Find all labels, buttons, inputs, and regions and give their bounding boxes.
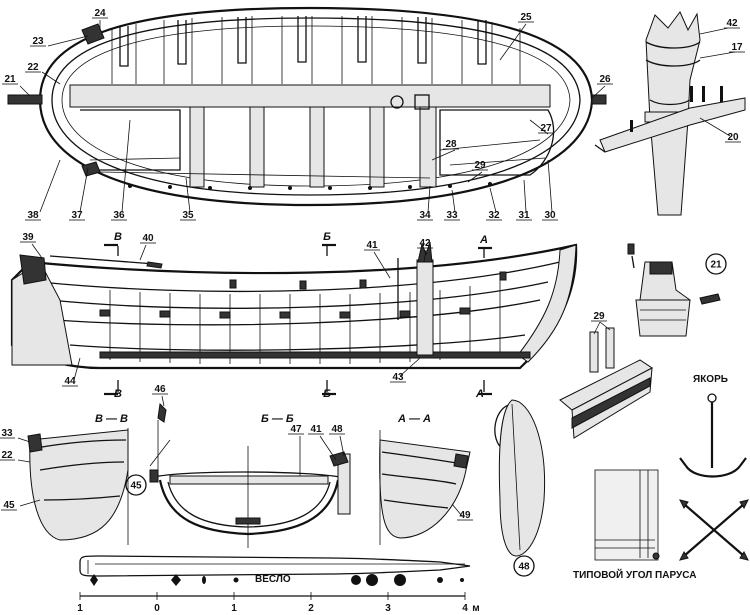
section-mark: Б (323, 388, 331, 400)
section-title: Б — Б (261, 413, 294, 425)
fitting-detail (627, 243, 727, 337)
circled-label-45: 45 (130, 481, 142, 492)
section-mark: А (479, 234, 488, 246)
callout-46: 46 (154, 384, 166, 395)
oar: ВЕСЛО (79, 555, 471, 586)
callout-21: 21 (4, 74, 16, 85)
callout-38: 38 (27, 210, 39, 221)
callout-35: 35 (182, 210, 194, 221)
anchor-caption: ЯКОРЬ (693, 374, 728, 385)
callout-42: 42 (726, 18, 738, 29)
callout-40: 40 (142, 233, 154, 244)
section-v-v (27, 428, 129, 545)
callout-33: 33 (1, 428, 13, 439)
section-titles: В — В Б — Б А — А (95, 413, 431, 425)
circled-labels: 21 45 48 (130, 260, 722, 573)
callout-44: 44 (64, 376, 76, 387)
callout-27: 27 (540, 123, 552, 134)
callout-24: 24 (94, 8, 106, 19)
callout-26: 26 (599, 74, 611, 85)
section-mark: Б (323, 231, 331, 243)
callout-49: 49 (459, 510, 471, 521)
callout-37: 37 (71, 210, 83, 221)
circled-label-21: 21 (710, 260, 722, 271)
sail-corner-caption: ТИПОВОЙ УГОЛ ПАРУСА (573, 568, 696, 581)
side-leaders (31, 243, 427, 381)
callout-25: 25 (520, 12, 532, 23)
section-title: А — А (397, 413, 431, 425)
plan-view (7, 6, 607, 207)
callout-17: 17 (731, 42, 743, 53)
callout-28: 28 (445, 139, 457, 150)
section-mark: В (114, 231, 122, 243)
callout-41: 41 (310, 424, 322, 435)
callout-43: 43 (392, 372, 404, 383)
callout-32: 32 (488, 210, 500, 221)
callout-29: 29 (593, 311, 605, 322)
mast-step-detail (594, 11, 746, 216)
scale-tick-label: 3 (385, 603, 391, 614)
sail-corner: ТИПОВОЙ УГОЛ ПАРУСА (573, 469, 696, 581)
callout-41: 41 (366, 240, 378, 251)
callout-48: 48 (331, 424, 343, 435)
scale-tick-label: 1 (77, 603, 83, 614)
callout-22: 22 (27, 62, 39, 73)
section-mark: В (114, 388, 122, 400)
section-leaders (17, 395, 463, 517)
callout-20: 20 (727, 132, 739, 143)
oar-loop-detail (494, 399, 546, 577)
callout-42: 42 (419, 238, 431, 249)
section-marks: В Б А В Б А (114, 231, 488, 400)
side-view (10, 241, 578, 396)
keel-detail (559, 321, 653, 439)
scale-tick-label: 4 (462, 603, 468, 614)
scale-tick-label: 0 (154, 603, 160, 614)
scale-unit: м (472, 603, 479, 614)
callout-22: 22 (1, 450, 13, 461)
callout-45: 45 (3, 500, 15, 511)
section-a-a (379, 430, 471, 545)
anchor: ЯКОРЬ (679, 374, 749, 561)
callout-47: 47 (290, 424, 302, 435)
oar-caption: ВЕСЛО (255, 574, 291, 585)
callout-30: 30 (544, 210, 556, 221)
plan-leaders (19, 20, 606, 213)
section-title: В — В (95, 413, 128, 425)
callout-33: 33 (446, 210, 458, 221)
callout-23: 23 (32, 36, 44, 47)
circled-label-48: 48 (518, 562, 530, 573)
callout-36: 36 (113, 210, 125, 221)
section-mark: А (475, 388, 484, 400)
callout-29: 29 (474, 160, 486, 171)
callout-labels: 24 23 22 21 25 26 28 27 29 38 37 36 35 34 33 32 31 30 42 17… (0, 8, 745, 521)
callout-39: 39 (22, 232, 34, 243)
callout-31: 31 (518, 210, 530, 221)
scale-tick-label: 1 (231, 603, 237, 614)
scale-tick-label: 2 (308, 603, 314, 614)
section-b-b (125, 402, 351, 548)
callout-34: 34 (419, 210, 431, 221)
